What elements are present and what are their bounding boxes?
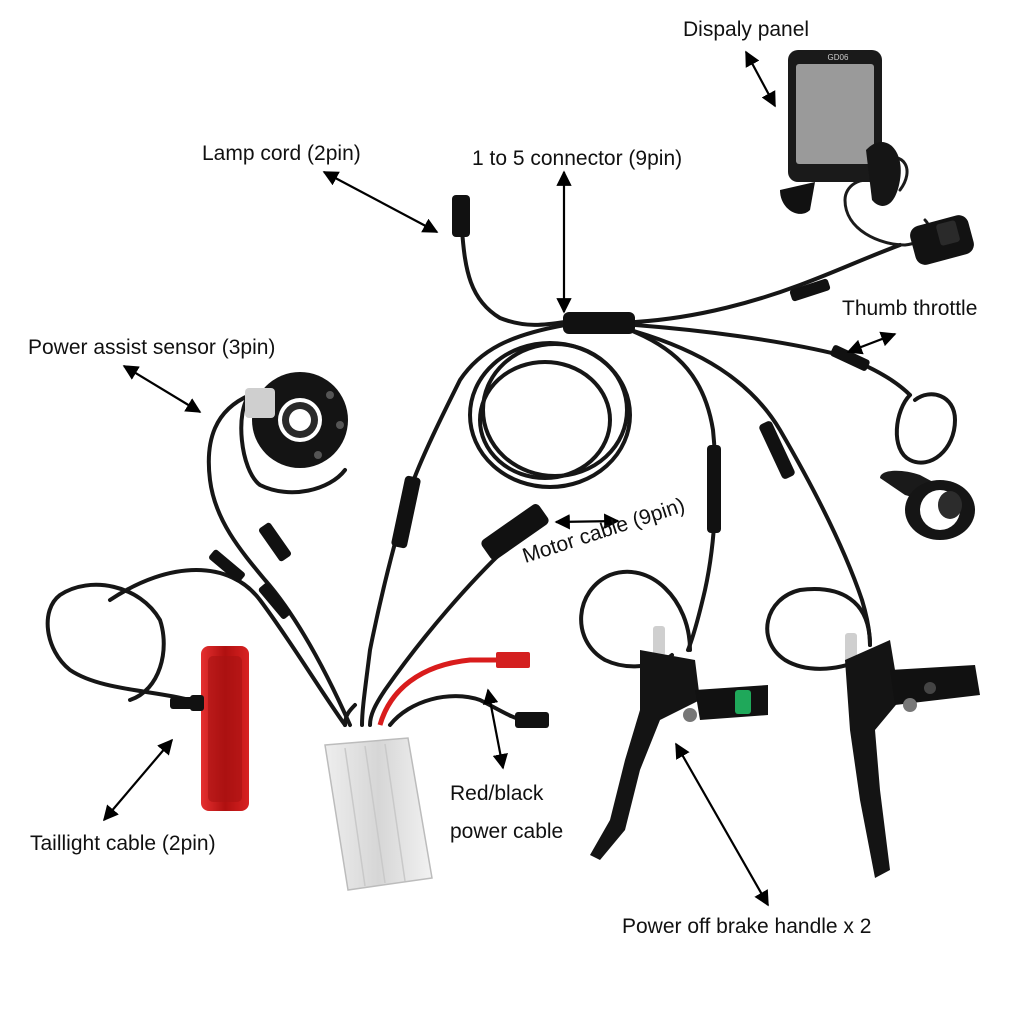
arrow-motor-cable (554, 513, 620, 530)
controller-device (324, 652, 549, 891)
label-display-panel: Dispaly panel (683, 18, 810, 41)
label-taillight-cable: Taillight cable (2pin) (30, 832, 216, 855)
brake-cable-loops (579, 569, 872, 671)
label-power-cable-line2: power cable (450, 820, 564, 843)
arrow-brake-handle (675, 742, 769, 907)
display-model-text: GD06 (828, 53, 849, 62)
label-lamp-cord: Lamp cord (2pin) (202, 142, 361, 165)
label-thumb-throttle: Thumb throttle (842, 297, 978, 320)
inline-connectors (170, 195, 870, 709)
label-pas-sensor: Power assist sensor (3pin) (28, 336, 276, 359)
label-brake-handle: Power off brake handle x 2 (622, 915, 872, 938)
label-power-cable-line1: Red/black (450, 782, 544, 805)
thumb-throttle-device (880, 470, 975, 540)
display-panel-device: GD06 (780, 50, 974, 265)
arrow-power-cable (483, 688, 508, 770)
brake-lever-right (845, 633, 980, 878)
callout-arrows (103, 50, 897, 907)
harness-cables (45, 155, 957, 727)
label-connector-1to5: 1 to 5 connector (9pin) (472, 147, 683, 170)
arrow-display-panel (745, 50, 776, 108)
arrow-thumb-throttle (846, 331, 897, 355)
arrow-taillight (103, 738, 173, 822)
taillight-device (190, 646, 249, 811)
arrow-pas-sensor (122, 365, 202, 413)
arrow-lamp-cord (322, 171, 439, 233)
brake-lever-left (590, 626, 768, 860)
pas-sensor-device (245, 372, 348, 468)
